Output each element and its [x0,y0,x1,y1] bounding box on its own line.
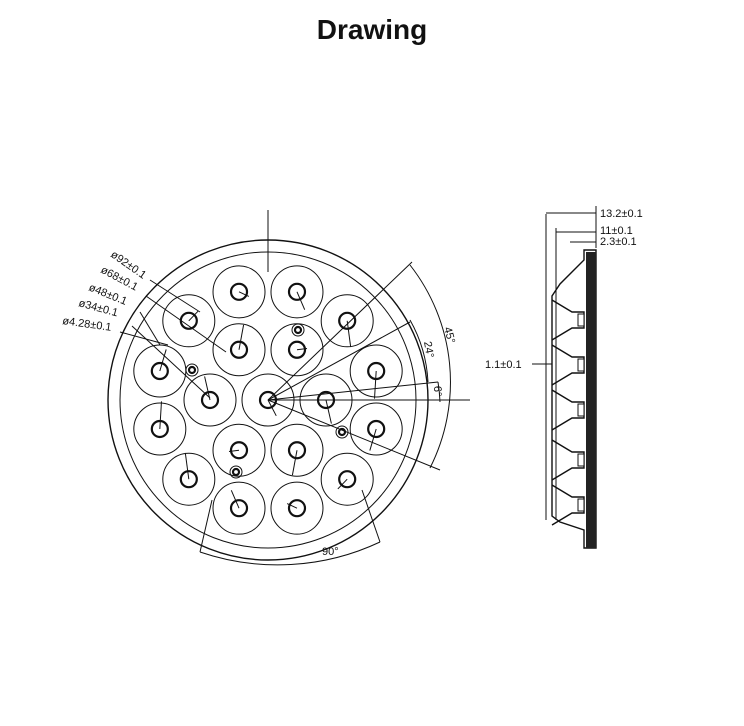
angle-ray-4 [267,321,411,401]
lens [349,402,403,456]
dim-13-2: 13.2±0.1 [600,208,643,220]
side-rib [551,344,585,386]
side-rib [551,389,585,431]
leader-lines [119,279,227,399]
angle-label-6: 6° [431,386,443,397]
dim-1-1: 1.1±0.1 [485,359,522,371]
leader-line [131,325,211,399]
lens [270,265,324,319]
lens [212,423,266,477]
angle-ray-1 [267,261,413,401]
dim-11: 11±0.1 [600,225,633,237]
fastener-holes [185,323,349,479]
lens [133,401,187,456]
leader-line [139,311,161,346]
screw-hole [229,465,243,479]
angle-arc-24 [409,319,429,383]
angle-arc-45 [409,264,451,469]
side-body-fill [586,252,596,548]
lens [212,265,266,319]
screw-hole [335,425,349,439]
leader-line [149,279,201,313]
dim-2-3: 2.3±0.1 [600,236,637,248]
lens [212,481,266,535]
lens [320,294,374,348]
leader-line [119,331,169,346]
side-view: 13.2±0.1 11±0.1 2.3±0.1 1.1±0.1 [485,206,643,549]
dia-label-4-28: ø4.28±0.1 [62,315,113,334]
angle-90-ray-1 [199,499,213,553]
angle-90-ray-2 [361,489,381,543]
lens [133,344,187,398]
lens [183,373,237,427]
angle-label-90: 90° [322,546,339,558]
angle-label-24: 24° [421,340,436,358]
lens [212,323,266,377]
screw-hole [291,323,305,337]
angle-arc-6 [437,381,441,403]
lens [320,452,374,506]
side-rib [551,299,585,341]
angle-arc-90 [199,541,381,566]
side-rib [551,439,585,481]
lens [270,423,324,477]
angle-ray-2 [267,399,441,471]
angle-label-45: 45° [441,326,457,345]
lens [270,323,324,377]
side-rib [551,484,585,526]
screw-hole [185,363,199,377]
leader-line [145,295,227,353]
lens [162,452,216,506]
front-view: ø92±0.1 ø68±0.1 ø48±0.1 ø34±0.1 ø4.28±0.… [62,210,470,566]
angle-ray-5 [267,381,439,401]
lens [349,344,403,399]
page-title: Drawing [316,14,428,45]
side-ribs [551,299,585,526]
lens [270,481,324,535]
